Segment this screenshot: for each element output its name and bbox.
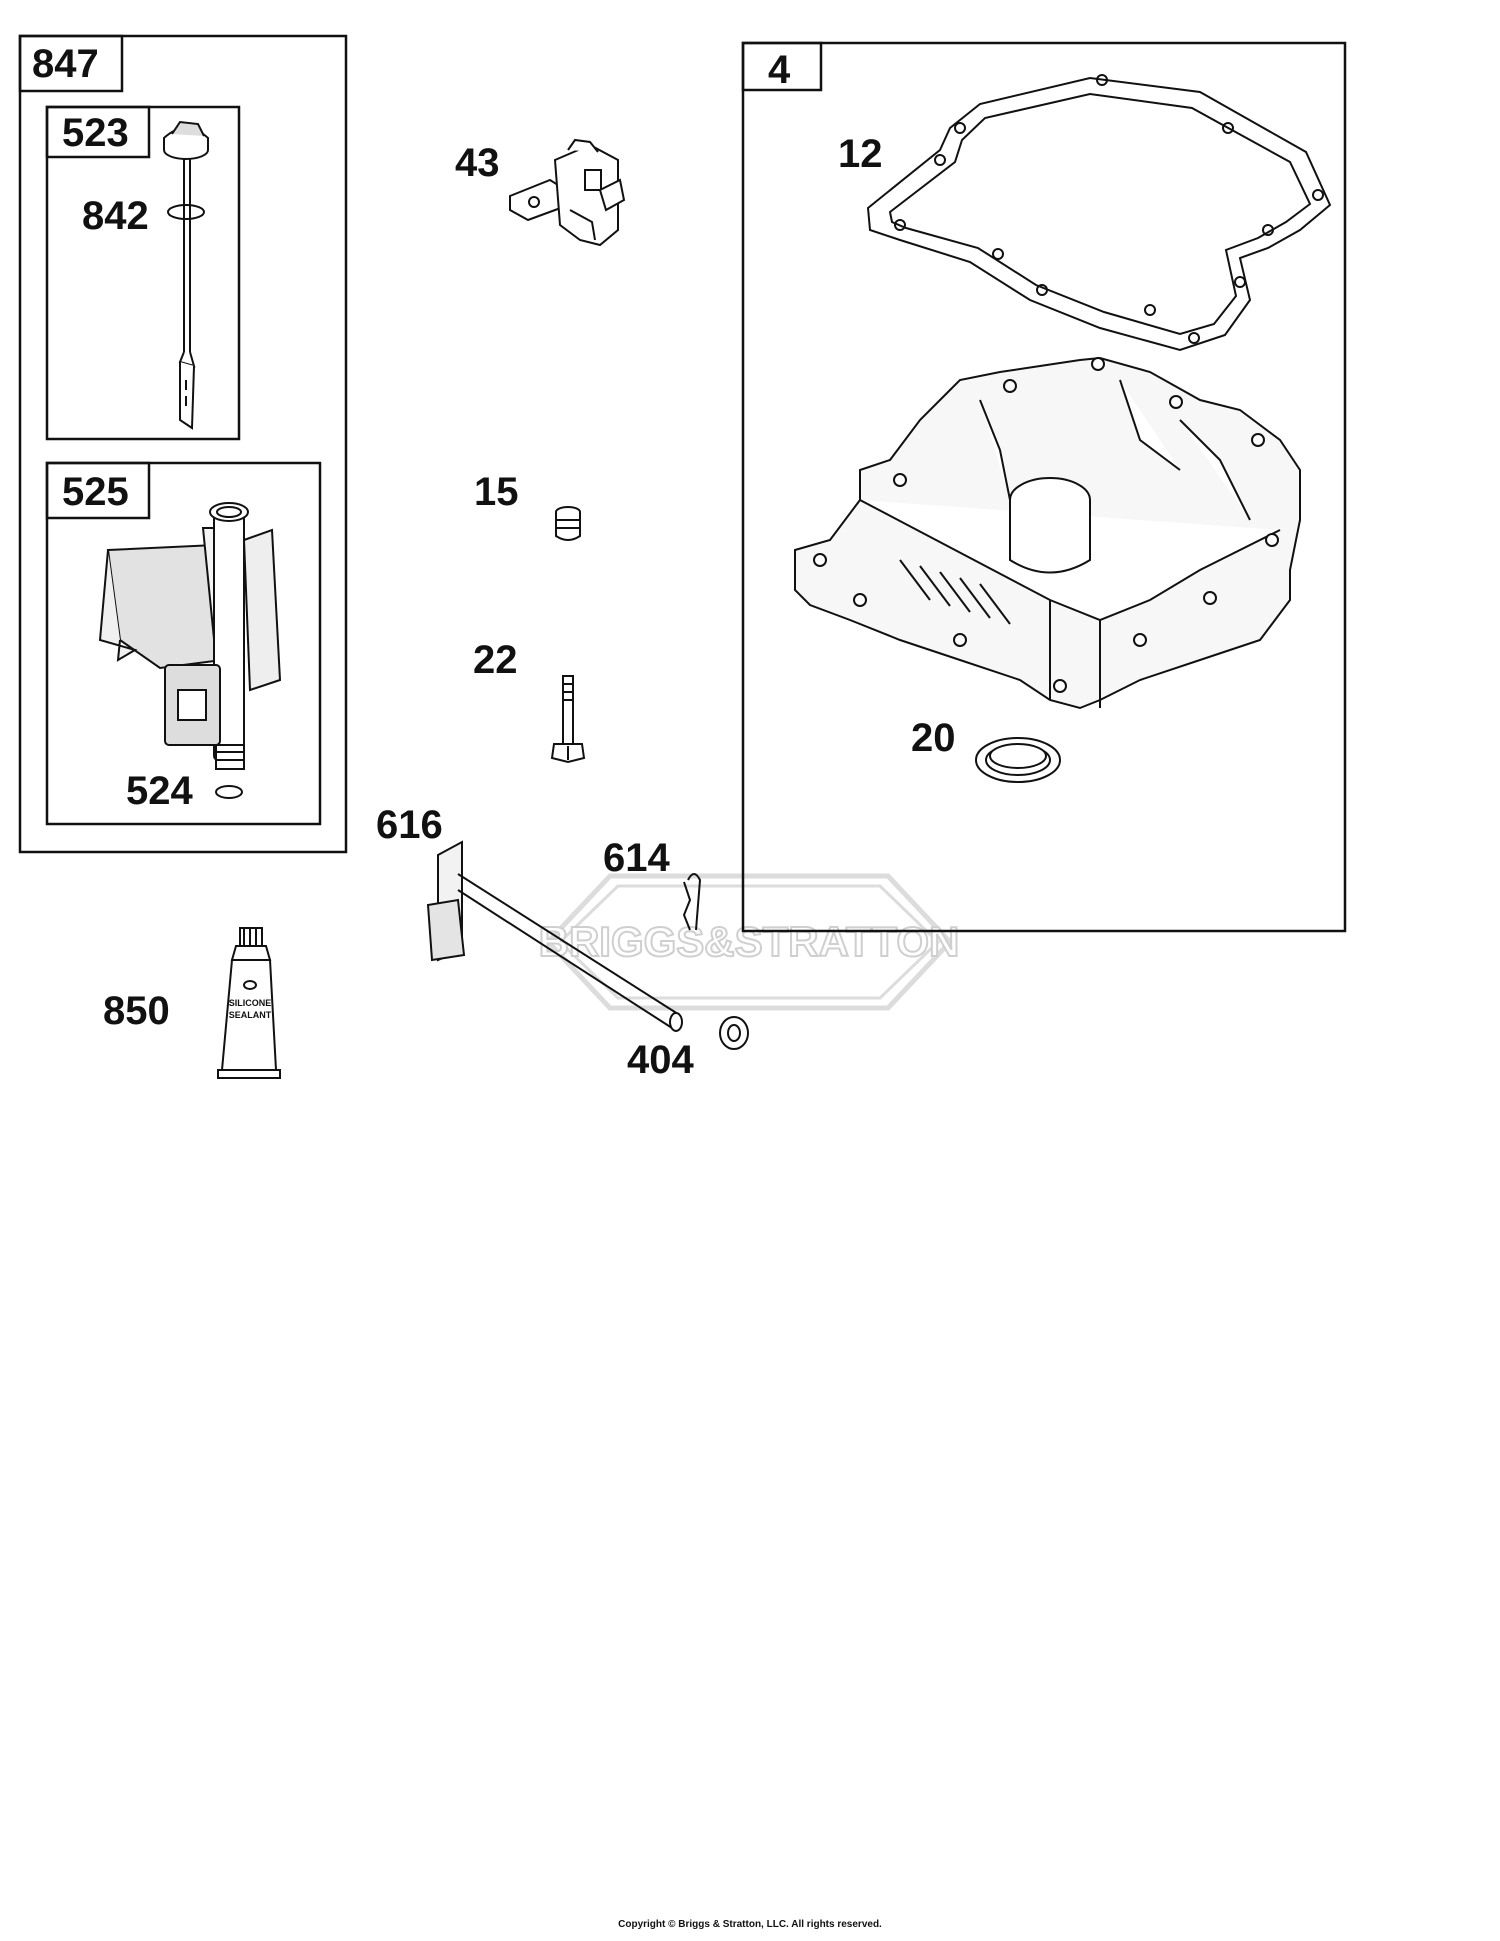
dipstick-icon: [163, 120, 209, 430]
label-524: 524: [126, 769, 193, 813]
watermark-text: BRIGGS&STRATTON: [539, 918, 960, 965]
label-842: 842: [82, 194, 149, 238]
label-43: 43: [455, 141, 500, 185]
kit-847-frame: [18, 34, 348, 854]
sealant-label-line2: SEALANT: [229, 1010, 272, 1020]
governor-bracket-icon: [509, 138, 626, 247]
label-15: 15: [474, 470, 519, 514]
label-616: 616: [376, 803, 443, 847]
label-12: 12: [838, 132, 883, 176]
copyright-notice: Copyright © Briggs & Stratton, LLC. All …: [618, 1919, 882, 1930]
label-523: 523: [62, 111, 129, 155]
oil-fill-tube-icon: [98, 502, 282, 799]
bolt-icon: [550, 675, 586, 764]
cotter-clip-icon: [682, 873, 702, 931]
label-525: 525: [62, 470, 129, 514]
sealant-tube-icon: SILICONE SEALANT: [217, 927, 281, 1079]
watermark-logo: BRIGGS&STRATTON: [538, 873, 960, 1011]
governor-shaft-icon: [426, 840, 683, 1032]
label-850: 850: [103, 989, 170, 1033]
sealant-label-line1: SILICONE: [229, 998, 272, 1008]
oil-seal-icon: [975, 737, 1061, 783]
label-4: 4: [768, 48, 791, 92]
washer-icon: [719, 1016, 749, 1050]
sump-housing-icon: [794, 356, 1301, 710]
label-20: 20: [911, 716, 956, 760]
label-847: 847: [32, 42, 99, 86]
label-404: 404: [627, 1038, 694, 1082]
label-614: 614: [603, 836, 670, 880]
label-22: 22: [473, 638, 518, 682]
plug-icon: [555, 506, 581, 541]
sump-4-frame: [741, 41, 1347, 933]
sump-gasket-icon: [866, 74, 1332, 352]
